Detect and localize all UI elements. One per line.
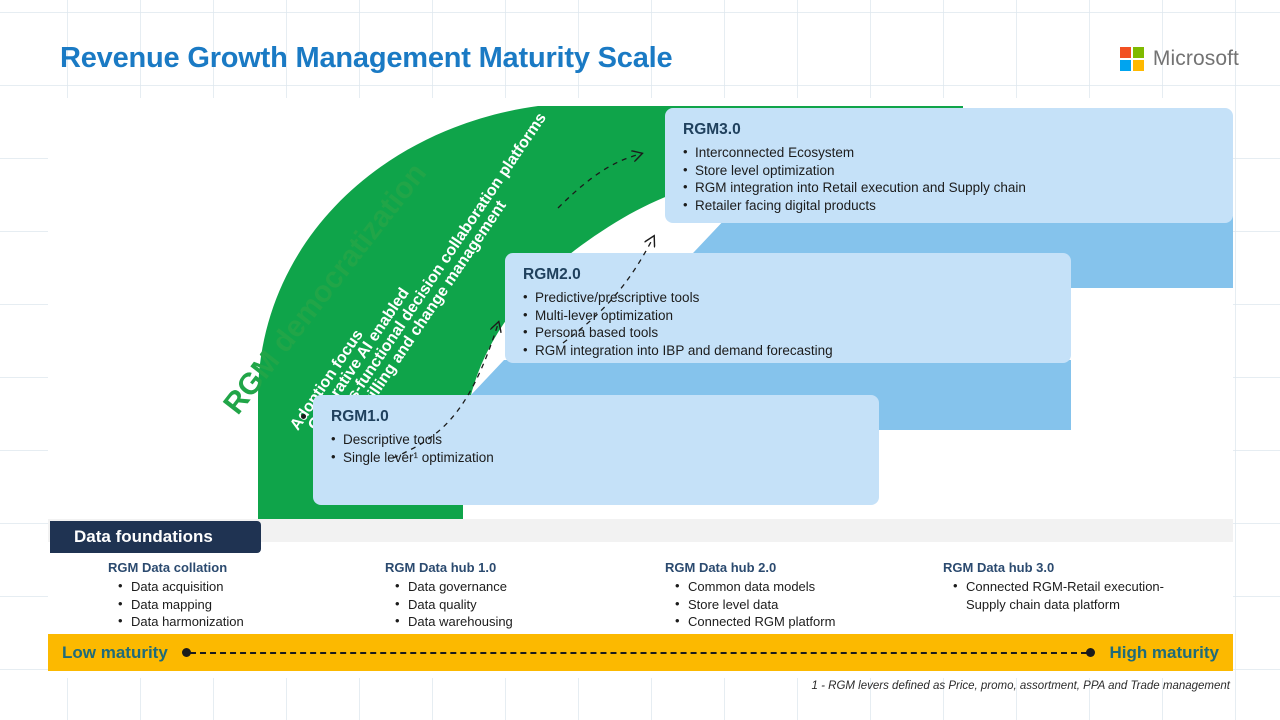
- foundation-bullets: Data governance Data quality Data wareho…: [385, 577, 645, 631]
- foundation-bullet: Data mapping: [118, 595, 368, 614]
- foundation-bullet: Connected RGM platform: [675, 612, 930, 631]
- microsoft-squares-icon: [1119, 47, 1144, 71]
- stage-bullet: Persona based tools: [523, 323, 1053, 342]
- maturity-track[interactable]: [181, 647, 1096, 659]
- foundation-title: RGM Data hub 3.0: [943, 560, 1055, 575]
- stage-panel-rgm1[interactable]: RGM1.0 Descriptive tools Single lever¹ o…: [313, 395, 879, 505]
- stage-bullets-rgm2: Predictive/prescriptive tools Multi-leve…: [523, 288, 1053, 360]
- foundation-bullet: Data harmonization: [118, 612, 368, 631]
- logo-square-yellow: [1132, 60, 1144, 71]
- foundation-title: RGM Data hub 1.0: [385, 560, 497, 575]
- foundation-bullet: Data governance: [395, 577, 645, 596]
- data-foundations-label: Data foundations: [74, 527, 213, 546]
- stage-bullets-rgm1: Descriptive tools Single lever¹ optimiza…: [331, 430, 861, 467]
- foundation-bullets: Connected RGM-Retail execution-Supply ch…: [943, 577, 1188, 613]
- maturity-low-label: Low maturity: [62, 642, 168, 662]
- page-title: Revenue Growth Management Maturity Scale: [60, 42, 673, 74]
- foundation-bullet: Data warehousing: [395, 612, 645, 631]
- foundation-bullet: Data quality: [395, 595, 645, 614]
- arrow-bullet-dot-1: [301, 414, 306, 419]
- foundation-column-collation[interactable]: RGM Data collation Data acquisition Data…: [108, 560, 368, 631]
- stage-bullets-rgm3: Interconnected Ecosystem Store level opt…: [683, 143, 1215, 215]
- foundation-bullet: Common data models: [675, 577, 930, 596]
- microsoft-wordmark: Microsoft: [1152, 47, 1239, 70]
- foundation-bullet: Data acquisition: [118, 577, 368, 596]
- foundation-bullets: Common data models Store level data Conn…: [665, 577, 930, 631]
- foundation-column-hub2[interactable]: RGM Data hub 2.0 Common data models Stor…: [665, 560, 930, 631]
- foundation-bullet: Connected RGM-Retail execution-Supply ch…: [953, 577, 1188, 613]
- microsoft-logo: Microsoft: [1119, 47, 1239, 71]
- foundation-column-hub1[interactable]: RGM Data hub 1.0 Data governance Data qu…: [385, 560, 645, 631]
- maturity-dashed-line: [189, 651, 1088, 654]
- footnote: 1 - RGM levers defined as Price, promo, …: [811, 680, 1230, 692]
- maturity-scale-bar: Low maturity High maturity: [48, 634, 1233, 671]
- logo-square-green: [1132, 47, 1144, 58]
- maturity-dot-low: [181, 647, 191, 657]
- stage-bullet: Predictive/prescriptive tools: [523, 288, 1053, 307]
- stage-bullet: RGM integration into Retail execution an…: [683, 178, 1215, 197]
- stage-bullet: Store level optimization: [683, 161, 1215, 180]
- stage-bullet: Interconnected Ecosystem: [683, 143, 1215, 162]
- data-foundations-badge: Data foundations: [50, 521, 261, 553]
- stage-title-rgm2: RGM2.0: [523, 266, 581, 283]
- foundation-title: RGM Data collation: [108, 560, 228, 575]
- stage-title-rgm3: RGM3.0: [683, 121, 741, 138]
- stage-bullet: Single lever¹ optimization: [331, 448, 861, 467]
- stage-bullet: Multi-lever optimization: [523, 306, 1053, 325]
- stage-bullet: Retailer facing digital products: [683, 196, 1215, 215]
- diagram-card: RGM democratization Adoption focus Gener…: [48, 98, 1233, 678]
- foundation-column-hub3[interactable]: RGM Data hub 3.0 Connected RGM-Retail ex…: [943, 560, 1188, 613]
- stage-bullet: RGM integration into IBP and demand fore…: [523, 341, 1053, 360]
- stage-bullet: Descriptive tools: [331, 430, 861, 449]
- foundation-title: RGM Data hub 2.0: [665, 560, 777, 575]
- logo-square-red: [1119, 47, 1131, 58]
- maturity-dot-high: [1086, 647, 1096, 657]
- foundation-bullet: Store level data: [675, 595, 930, 614]
- logo-square-blue: [1119, 60, 1131, 71]
- maturity-high-label: High maturity: [1109, 642, 1219, 662]
- stage-panel-rgm2[interactable]: RGM2.0 Predictive/prescriptive tools Mul…: [505, 253, 1071, 363]
- foundation-bullets: Data acquisition Data mapping Data harmo…: [108, 577, 368, 631]
- stage-panel-rgm3[interactable]: RGM3.0 Interconnected Ecosystem Store le…: [665, 108, 1233, 223]
- stage-title-rgm1: RGM1.0: [331, 408, 389, 425]
